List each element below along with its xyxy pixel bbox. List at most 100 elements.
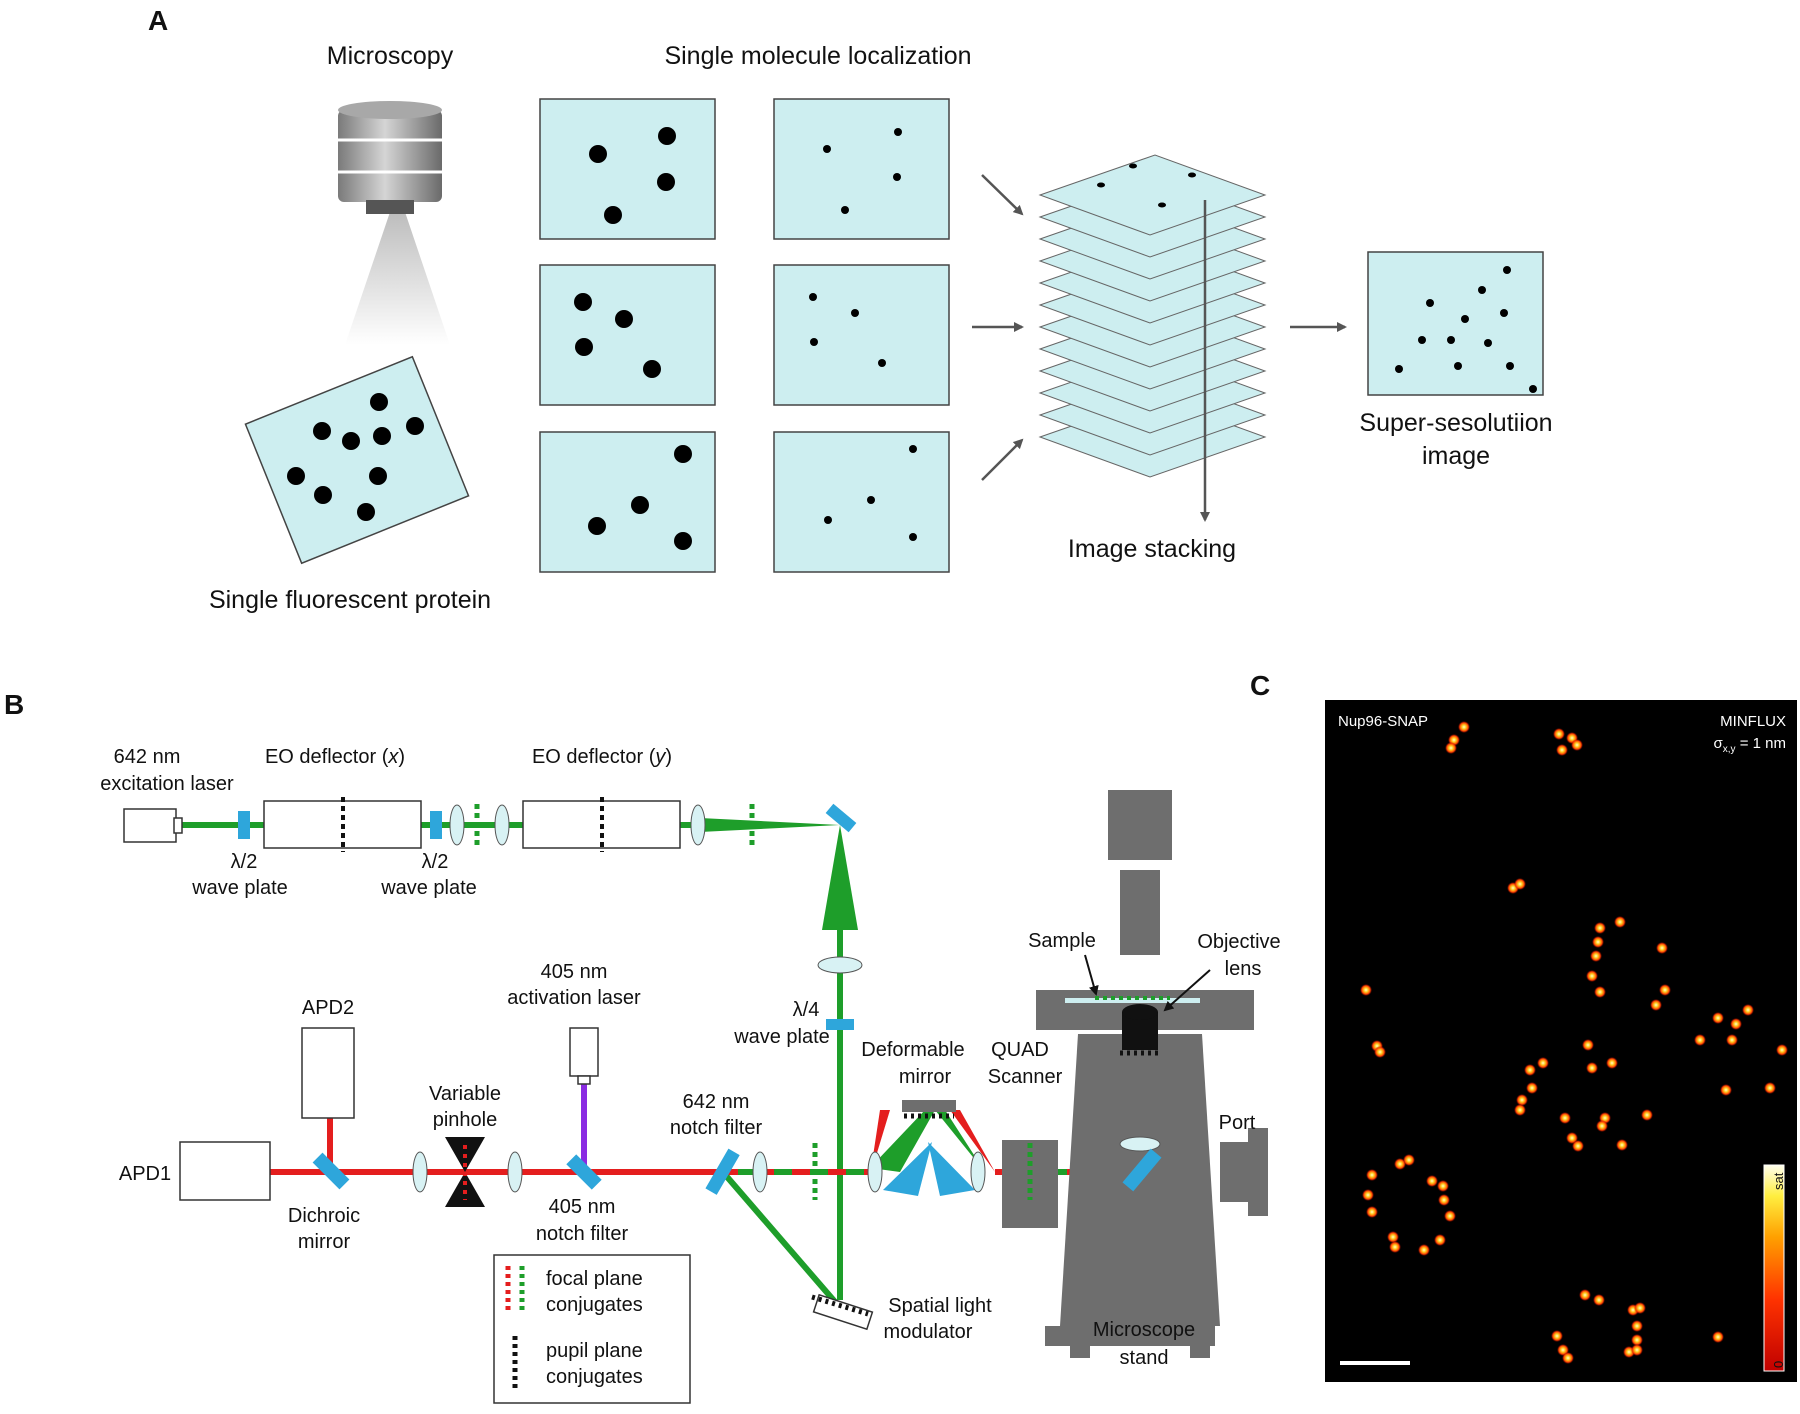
- fluorescence-spot: [1537, 1057, 1549, 1069]
- fluorescence-spot: [1586, 970, 1598, 982]
- fluorescence-spot: [1712, 1012, 1724, 1024]
- fluorescence-spot: [1641, 1109, 1653, 1121]
- fluorescence-spot: [1394, 1158, 1406, 1170]
- fluorescence-spot: [1444, 1210, 1456, 1222]
- panel-a: A Microscopy Single molecule localizatio…: [148, 5, 1553, 614]
- fluorescence-spot: [1720, 1084, 1732, 1096]
- fluorescence-spot: [1590, 950, 1602, 962]
- pinhole-lens-1: [412, 1151, 428, 1193]
- fluorescence-spot: [1551, 1330, 1563, 1342]
- fluorescence-spot: [1616, 1139, 1628, 1151]
- fluorescence-spot: [1572, 1140, 1584, 1152]
- notch405-line1: 405 nm: [549, 1196, 616, 1218]
- fluorescence-spot: [1594, 986, 1606, 998]
- fluorescence-spot: [1592, 936, 1604, 948]
- protein-dots: [287, 393, 424, 521]
- dichroic-line1: Dichroic: [288, 1205, 360, 1227]
- relay-lens-3: [752, 1151, 768, 1193]
- laser642-label-line2: excitation laser: [100, 773, 234, 795]
- fluorescence-spot: [1438, 1194, 1450, 1206]
- stand-line2: stand: [1120, 1347, 1169, 1369]
- legend-focal-line1: focal plane: [546, 1268, 643, 1290]
- fluorescence-spot: [1606, 1057, 1618, 1069]
- legend-pupil-line1: pupil plane: [546, 1340, 643, 1362]
- fluorescence-spot: [1712, 1331, 1724, 1343]
- pinhole-line1: Variable: [429, 1083, 501, 1105]
- half-wave-plate-1: [238, 811, 250, 839]
- prism-left: [883, 1142, 932, 1196]
- arrows-to-stack: [972, 174, 1024, 481]
- minflux-image: [1325, 700, 1797, 1382]
- waveplate-2-line1: λ/2: [422, 851, 449, 873]
- panel-c-letter: C: [1250, 670, 1270, 701]
- laser405-line2: activation laser: [507, 987, 641, 1009]
- variable-pinhole: [445, 1137, 485, 1207]
- fluorescence-spot: [1659, 984, 1671, 996]
- fluorescence-spot: [1776, 1044, 1788, 1056]
- stack-dot: [1188, 172, 1196, 178]
- fluorescence-spot: [1562, 1352, 1574, 1364]
- objective-line1: Objective: [1197, 931, 1280, 953]
- fold-mirror: [825, 803, 857, 833]
- vertical-lens: [817, 956, 863, 974]
- quarter-plate-line1: λ/4: [793, 999, 820, 1021]
- half-wave-plate-2: [430, 811, 442, 839]
- fluorescence-spot: [1631, 1344, 1643, 1356]
- deformable-mirror: [902, 1100, 956, 1112]
- fluorescence-spot: [1726, 1034, 1738, 1046]
- sample-label: Sample: [1028, 930, 1096, 952]
- relay-lenses-1: [449, 804, 510, 846]
- waveplate-1-line1: λ/2: [231, 851, 258, 873]
- fluorescence-spot: [1418, 1244, 1430, 1256]
- fluorescence-spots: [1360, 721, 1788, 1364]
- fluorescence-spot: [1524, 1064, 1536, 1076]
- protein-label: Single fluorescent protein: [209, 586, 491, 614]
- sample-pointer: [1084, 954, 1099, 996]
- laser-405: [569, 1027, 599, 1077]
- panel-b-letter: B: [4, 689, 24, 720]
- legend: focal plane conjugates pupil plane conju…: [493, 1254, 691, 1404]
- notch-filter-642: [705, 1148, 740, 1195]
- objective-illustration: [338, 101, 450, 345]
- eo-x-label: EO deflector (x): [265, 746, 405, 768]
- notch642-line1: 642 nm: [683, 1091, 750, 1113]
- fluorescence-spot: [1571, 739, 1583, 751]
- relay-lens-2: [690, 804, 706, 846]
- eo-y-label: EO deflector (y): [532, 746, 672, 768]
- fluorescence-spot: [1730, 1018, 1742, 1030]
- fluorescence-spot: [1634, 1302, 1646, 1314]
- fluorescence-spot: [1582, 1039, 1594, 1051]
- objective-line2: lens: [1225, 958, 1262, 980]
- notch-filter-405: [566, 1154, 602, 1190]
- objective-lens: [1122, 1012, 1158, 1050]
- panel-a-letter: A: [148, 5, 168, 36]
- prism-right: [928, 1142, 975, 1196]
- legend-focal-line2: conjugates: [546, 1294, 643, 1316]
- fluorescence-spot: [1586, 1062, 1598, 1074]
- port: [1220, 1142, 1248, 1202]
- protein-name-label: Nup96-SNAP: [1338, 713, 1428, 730]
- slm-line1: Spatial light: [888, 1295, 992, 1317]
- dichroic-line2: mirror: [298, 1231, 351, 1253]
- relay-lens-4: [867, 1151, 883, 1193]
- deformable-line2: mirror: [899, 1066, 952, 1088]
- light-cone: [345, 212, 450, 345]
- stack-sheet: [1038, 154, 1267, 236]
- fluorescence-spot: [1594, 922, 1606, 934]
- quarter-plate-line2: wave plate: [733, 1026, 830, 1048]
- fluorescence-spot: [1631, 1320, 1643, 1332]
- stack-dot: [1158, 202, 1166, 208]
- pinhole-line2: pinhole: [433, 1109, 498, 1131]
- fluorescence-spot: [1516, 1094, 1528, 1106]
- fluorescence-spot: [1514, 1104, 1526, 1116]
- fluorescence-spot: [1596, 1120, 1608, 1132]
- fluorescence-spot: [1742, 1004, 1754, 1016]
- stack-dot: [1097, 182, 1105, 188]
- fluorescence-spot: [1614, 916, 1626, 928]
- method-label: MINFLUX: [1720, 713, 1786, 730]
- result-label-line2: image: [1422, 442, 1490, 470]
- stack-dot: [1129, 163, 1137, 169]
- laser-642: [123, 808, 177, 843]
- fluorescence-spot: [1360, 984, 1372, 996]
- port-label: Port: [1219, 1112, 1256, 1134]
